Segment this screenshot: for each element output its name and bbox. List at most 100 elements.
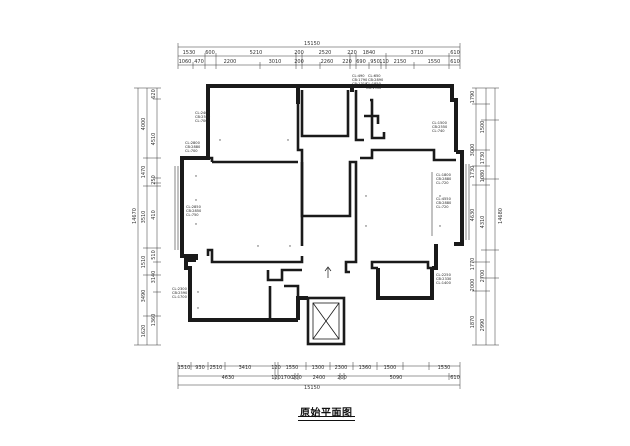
annotation-line: CB:2550 — [195, 115, 211, 119]
annotation-line: CL:720 — [436, 205, 449, 209]
dim-top-row2: 1060 470 2200 3010 200 2260 220 690 950 … — [179, 59, 460, 65]
annotation-line: CL:700 — [195, 119, 208, 123]
dim-label: 3410 — [239, 365, 252, 371]
annotation-l1: CL:2400 CB:2550 CL:700 — [195, 111, 211, 123]
dim-label: 2520 — [319, 50, 332, 56]
dim-label: 1470 — [141, 166, 147, 179]
annotation-l7: CL:1500 CB:2550 CL:740 — [432, 121, 448, 133]
dim-label: 200 — [337, 375, 347, 381]
dim-bottom-total: 15150 — [304, 385, 320, 391]
dim-label: 2700 — [480, 270, 486, 283]
annotation-line: CB:1950 — [366, 86, 382, 90]
annotation-l9: CL:4550 CB:2880 CL:720 — [436, 197, 452, 209]
exterior-walls — [180, 84, 464, 322]
annotation-line: CL:2250 — [436, 273, 452, 277]
dim-right-total: 14680 — [498, 208, 504, 224]
dim-label: 1510 — [141, 256, 147, 269]
annotation-line: CB:2850 — [186, 209, 202, 213]
dim-bottom-row2: 4630 120 1700 200 2400 200 5090 610 — [222, 375, 460, 381]
dim-label: 3490 — [141, 290, 147, 303]
annotation-l10: CL:2250 CB:2330 CL:1400 — [436, 273, 452, 285]
dim-label: 3140 — [151, 271, 157, 284]
dim-label: 2000 — [470, 279, 476, 292]
dim-label: 4630 — [222, 375, 235, 381]
dim-label: 220 — [347, 50, 357, 56]
dim-label: 2400 — [313, 375, 326, 381]
bottom-dimension-lines — [177, 362, 461, 389]
annotation-line: CL:1800 — [436, 173, 452, 177]
annotation-l2: CL:2800 CB:2880 CL:700 — [185, 141, 201, 153]
annotation-line: CL:4550 — [436, 197, 452, 201]
dim-label: 610 — [450, 59, 460, 65]
dim-label: 1730 — [480, 152, 486, 165]
dim-label: 510 — [151, 250, 157, 260]
interior-walls — [206, 90, 456, 346]
dim-label: 5210 — [250, 50, 263, 56]
annotation-line: CB:2590 — [172, 291, 188, 295]
annotation-line: CB:2880 — [436, 201, 452, 205]
annotation-l5: CL:490 CB:1790 CB:1310 CL:1850 — [352, 74, 382, 86]
dim-label: 4510 — [151, 133, 157, 146]
dim-label: 1300 — [312, 365, 325, 371]
dim-label: 1730 — [470, 166, 476, 179]
annotation-l6: CL:650 CB:2890 CB:1950 — [366, 74, 384, 90]
dim-top-row1: 1530 600 5210 200 2520 220 1840 3710 610 — [183, 50, 460, 56]
annotation-line: CB:2880 — [185, 145, 201, 149]
dim-label: 3010 — [269, 59, 282, 65]
annotation-line: CL:700 — [185, 149, 198, 153]
annotation-line: CL:1700 — [172, 295, 188, 299]
annotation-line: CL:490 — [352, 74, 365, 78]
dim-label: 1530 — [183, 50, 196, 56]
dim-label: 4630 — [470, 209, 476, 222]
dim-label: 120 — [271, 365, 281, 371]
annotation-line: CL:720 — [436, 181, 449, 185]
dim-label: 1510 — [178, 365, 191, 371]
left-dimension-lines — [134, 87, 161, 346]
dim-label: 1360 — [359, 365, 372, 371]
dim-label: 4000 — [141, 118, 147, 131]
dim-label: 600 — [205, 50, 215, 56]
dim-label: 2990 — [480, 319, 486, 332]
annotation-line: CL:1850 — [366, 82, 382, 86]
right-dimension-lines — [472, 87, 499, 346]
dim-label: 1500 — [384, 365, 397, 371]
annotation-line: CL:2850 — [186, 205, 202, 209]
dim-label: 1770 — [470, 258, 476, 271]
annotation-line: CL:1500 — [432, 121, 448, 125]
dim-label: 200 — [294, 50, 304, 56]
title-underline — [298, 416, 355, 417]
dim-top-total: 15150 — [304, 41, 320, 47]
dim-label: 610 — [450, 50, 460, 56]
dim-label: 410 — [151, 210, 157, 220]
dim-right-col1: 1500 1730 1080 4310 2700 2990 — [480, 121, 486, 332]
drawing-title: 原始平面图 — [298, 404, 355, 421]
dim-label: 1060 — [179, 59, 192, 65]
windows — [174, 164, 470, 250]
annotation-line: CL:2300 — [172, 287, 188, 291]
annotation-line: CL:740 — [432, 129, 445, 133]
dim-label: 1360 — [151, 314, 157, 327]
dim-left-col2: 620 4510 250 410 510 3140 1360 — [151, 89, 157, 326]
dim-label: 1840 — [363, 50, 376, 56]
annotation-line: CB:2550 — [432, 125, 448, 129]
annotation-line: CL:2800 — [185, 141, 201, 145]
dim-label: 3510 — [141, 211, 147, 224]
dim-label: 1790 — [470, 91, 476, 104]
dim-label: 1500 — [480, 121, 486, 134]
dim-label: 1620 — [141, 325, 147, 338]
fixture-markers — [195, 139, 441, 309]
dim-label: 620 — [151, 89, 157, 99]
annotation-line: CB:2330 — [436, 277, 452, 281]
dim-label: 950 — [370, 59, 380, 65]
dim-label: 200 — [292, 375, 302, 381]
annotation-line: CB:2890 — [368, 78, 384, 82]
dim-label: 2150 — [394, 59, 407, 65]
dim-label: 2300 — [335, 365, 348, 371]
annotation-l4: CL:2300 CB:2590 CL:1700 — [172, 287, 188, 299]
dim-label: 220 — [342, 59, 352, 65]
dim-label: 2260 — [321, 59, 334, 65]
dim-label: 610 — [450, 375, 460, 381]
dim-left-total: 14670 — [132, 208, 138, 224]
annotation-line: CB:2880 — [436, 177, 452, 181]
